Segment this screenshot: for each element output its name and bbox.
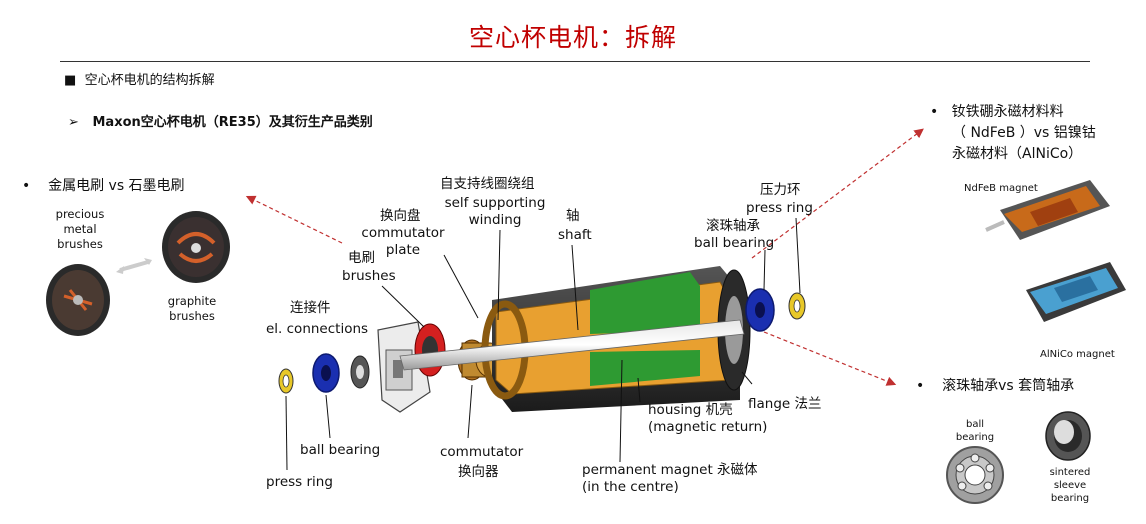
- ndfeb-magnet-caption: NdFeB magnet: [964, 183, 1038, 194]
- alnico-magnet-caption: AlNiCo magnet: [1040, 349, 1115, 360]
- subsection-heading: ➢ Maxon空心杯电机（RE35）及其衍生产品类别: [68, 111, 373, 130]
- right-top-line3: 永磁材料（AlNiCo）: [952, 146, 1083, 162]
- shaft-label-en: shaft: [558, 227, 592, 243]
- note-bullet-icon: •: [930, 104, 939, 120]
- housing-label: housing 机壳 (magnetic return): [648, 402, 768, 435]
- sleeve-bearing-caption: sintered sleeve bearing: [1049, 467, 1091, 504]
- section-heading: ■ 空心杯电机的结构拆解: [64, 69, 215, 88]
- note-bullet-icon: •: [916, 378, 925, 394]
- brushes-label-en: brushes: [342, 268, 396, 284]
- arrow-to-bearings: [763, 331, 897, 386]
- ndfeb-magnet-image: [985, 180, 1110, 240]
- left-note: • 金属电刷 vs 石墨电刷: [22, 176, 185, 197]
- flange-label: flange 法兰: [748, 396, 822, 412]
- washer-left: [350, 355, 370, 389]
- graphite-brushes-caption: graphite brushes: [167, 294, 217, 323]
- ball-bearing-image: [946, 446, 1004, 504]
- shaft-label-cn: 轴: [566, 208, 580, 224]
- arrow-to-magnets: [751, 128, 924, 259]
- plate-label-en: commutator plate: [361, 225, 445, 258]
- alnico-magnet-image: [1026, 262, 1126, 322]
- winding-label-en: self supporting winding: [444, 195, 546, 228]
- press-ring-top-label-en: press ring: [746, 200, 813, 216]
- ball-bearing-top-label-cn: 滚珠轴承: [706, 218, 760, 234]
- sleeve-bearing-image: [1045, 411, 1091, 461]
- precious-metal-brushes-caption: precious metal brushes: [55, 207, 105, 251]
- ball-bearing-top-label-en: ball bearing: [694, 235, 775, 251]
- press-ring-bottom-label: press ring: [266, 474, 333, 490]
- double-arrow-icon: [116, 258, 152, 274]
- brushes-label-cn: 电刷: [348, 250, 375, 266]
- ball-bearing-bottom-label: ball bearing: [300, 442, 381, 458]
- subsection-text: Maxon空心杯电机（RE35）及其衍生产品类别: [92, 115, 373, 130]
- ball-bearing-right: [745, 288, 775, 332]
- commutator-label-cn: 换向器: [458, 464, 499, 480]
- press-ring-top-label-cn: 压力环: [760, 182, 801, 198]
- leader-lines: [285, 217, 801, 471]
- square-bullet-icon: ■: [64, 73, 77, 88]
- title-divider: [60, 61, 1090, 62]
- arrow-to-brushes: [245, 195, 343, 244]
- winding-label-cn: 自支持线圈绕组: [440, 176, 535, 192]
- right-top-line2: （ NdFeB ）vs 铝镍钴: [952, 125, 1096, 141]
- plate-label-cn: 换向盘: [380, 208, 421, 224]
- press-ring-right: [788, 292, 806, 320]
- section-text: 空心杯电机的结构拆解: [84, 73, 215, 88]
- connections-label-en: el. connections: [266, 321, 369, 337]
- ball-bearing-caption: ball bearing: [955, 419, 995, 443]
- precious-metal-brushes-image: [46, 264, 110, 336]
- graphite-brushes-image: [162, 211, 230, 283]
- page-title: 空心杯电机：拆解: [468, 23, 677, 52]
- note-bullet-icon: •: [22, 178, 31, 194]
- connections-label-cn: 连接件: [290, 300, 331, 316]
- right-top-note: • 钕铁硼永磁材料料 （ NdFeB ）vs 铝镍钴 永磁材料（AlNiCo）: [930, 102, 1096, 165]
- left-note-text: 金属电刷 vs 石墨电刷: [48, 178, 185, 194]
- right-bottom-note: • 滚珠轴承vs 套筒轴承: [916, 376, 1074, 397]
- right-bottom-note-text: 滚珠轴承vs 套筒轴承: [942, 378, 1075, 394]
- magnet-label: permanent magnet 永磁体 (in the centre): [582, 462, 758, 495]
- commutator-label-en: commutator: [440, 444, 524, 460]
- shaft: [399, 319, 745, 371]
- right-top-line1: 钕铁硼永磁材料料: [951, 104, 1064, 120]
- ball-bearing-left: [312, 353, 340, 393]
- arrow-bullet-icon: ➢: [68, 115, 79, 130]
